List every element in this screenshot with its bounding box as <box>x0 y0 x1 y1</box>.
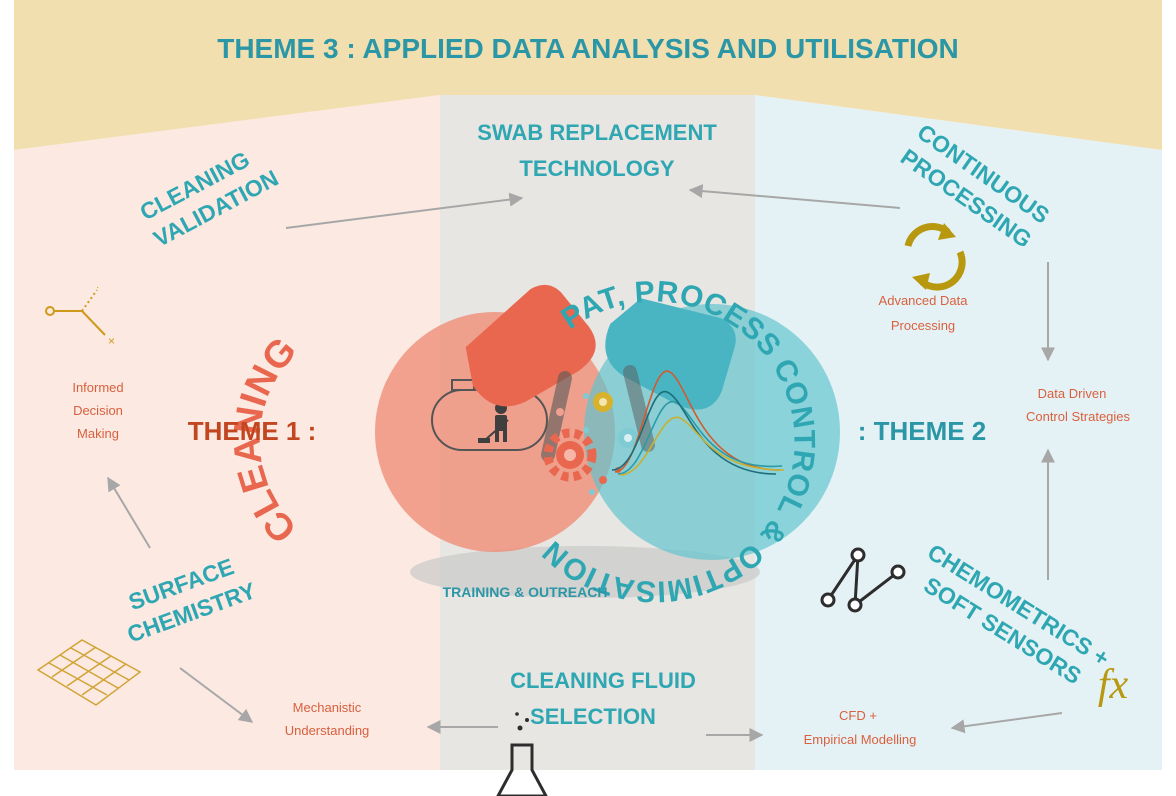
svg-text:·: · <box>96 282 99 293</box>
svg-text:×: × <box>108 334 115 348</box>
cleaning-fluid-line-2: SELECTION <box>530 704 656 729</box>
theme3-banner <box>14 0 1162 150</box>
arrow-validation-to-swab <box>285 192 524 229</box>
cleaning-fluid-line-1: CLEANING FLUID <box>510 668 696 693</box>
arrow-continuous-to-swab <box>688 184 901 209</box>
theme1-label: THEME 1 : <box>188 416 317 446</box>
fx-icon-symbol: fx <box>1098 662 1129 708</box>
fx-icon: fx <box>1098 662 1129 708</box>
advanced-data-line-1: Advanced Data <box>879 293 969 308</box>
theme2-label: : THEME 2 <box>858 416 987 446</box>
refresh-cycle-icon <box>904 223 966 291</box>
molecule-icon: × · <box>45 282 115 348</box>
header-title: THEME 3 : APPLIED DATA ANALYSIS AND UTIL… <box>217 33 959 64</box>
cfd-line-2: Empirical Modelling <box>804 732 917 747</box>
gear-icon <box>543 428 597 482</box>
cfd-line-1: CFD + <box>839 708 877 723</box>
arrow-surface-to-informed <box>107 476 151 549</box>
scatter-graph-icon <box>820 547 906 613</box>
mechanistic-line-2: Understanding <box>285 723 370 738</box>
swab-line-1: SWAB REPLACEMENT <box>477 120 717 145</box>
arrow-surface-to-mechanistic <box>179 667 254 723</box>
red-beaker-icon <box>465 284 596 462</box>
small-gear-icon <box>593 392 638 448</box>
process-curves-graphic <box>611 370 785 476</box>
flask-icon <box>496 712 548 796</box>
training-outreach-label: TRAINING & OUTREACH <box>443 584 608 600</box>
mechanistic-line-1: Mechanistic <box>293 700 362 715</box>
droplet-dots <box>556 393 621 495</box>
informed-decision-line-2: Decision <box>73 403 123 418</box>
theme1-panel <box>14 95 440 770</box>
surface-mesh-icon <box>36 639 142 706</box>
arrow-chemometrics-to-cfd <box>950 712 1063 734</box>
data-driven-line-2: Control Strategies <box>1026 409 1131 424</box>
teal-beaker-icon <box>605 298 736 452</box>
swab-line-2: TECHNOLOGY <box>519 156 675 181</box>
data-driven-line-1: Data Driven <box>1038 386 1107 401</box>
advanced-data-line-2: Processing <box>891 318 955 333</box>
informed-decision-line-3: Making <box>77 426 119 441</box>
informed-decision-line-1: Informed <box>72 380 123 395</box>
circles-shadow <box>410 546 760 598</box>
